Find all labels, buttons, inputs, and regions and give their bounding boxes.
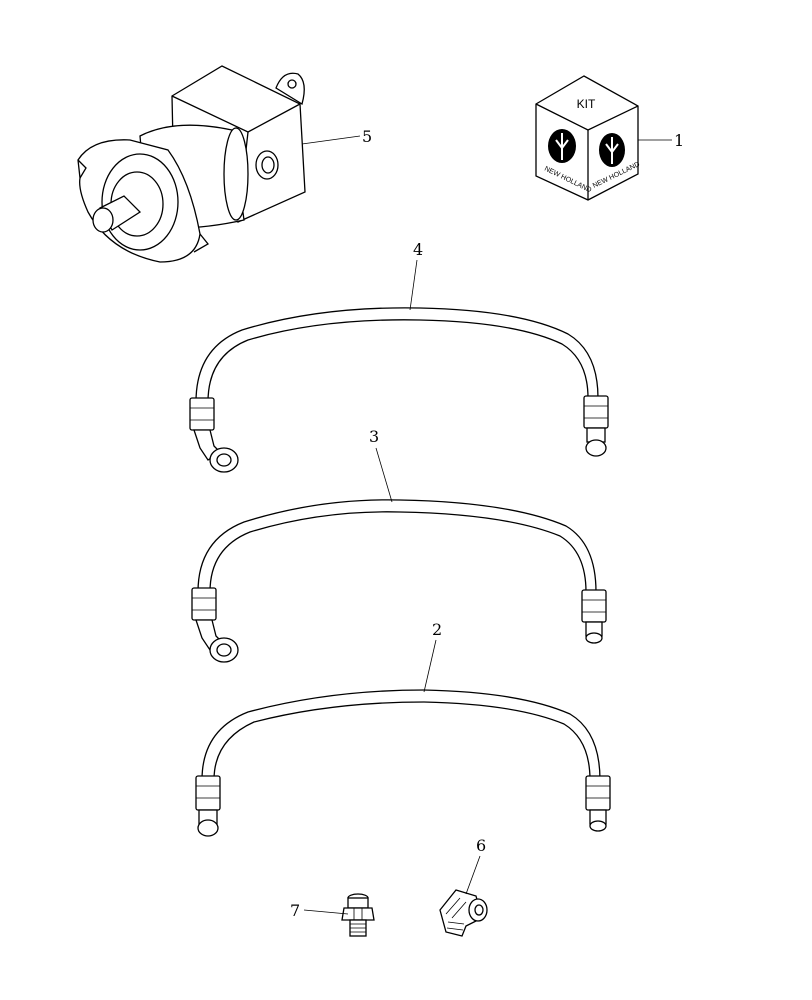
straight-adapter-part-7: [341, 893, 375, 937]
kit-label: KIT: [577, 97, 596, 111]
callout-1: 1: [674, 131, 684, 150]
hose-assembly-part-2: [195, 689, 611, 837]
callout-7: 7: [290, 901, 300, 920]
callout-5: 5: [362, 127, 372, 146]
callout-4: 4: [413, 240, 423, 259]
new-holland-leaf-icon: [599, 133, 625, 167]
new-holland-leaf-icon: [548, 129, 576, 163]
hose-assembly-part-4: [189, 307, 609, 473]
hose-assembly-part-3: [191, 499, 607, 663]
leader-lines: [301, 135, 672, 915]
callout-6: 6: [476, 836, 486, 855]
hydraulic-motor-part-5: [77, 65, 306, 263]
kit-box-part-1: KIT NEW HOLLAND NEW HOLLAND: [535, 75, 641, 201]
callout-2: 2: [432, 620, 442, 639]
callout-3: 3: [369, 427, 379, 446]
elbow-fitting-part-6: [439, 889, 488, 937]
